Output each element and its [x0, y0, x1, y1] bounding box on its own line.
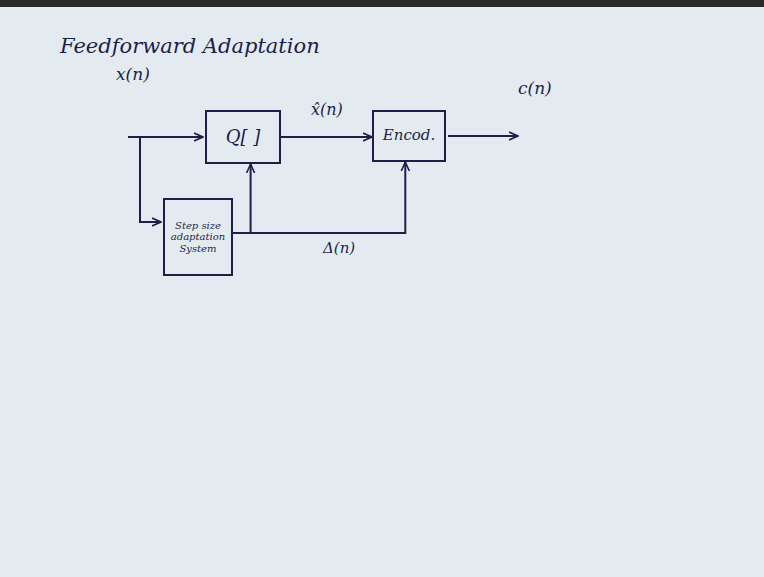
signal-name: x(n): [116, 64, 150, 84]
box-label: Encod.: [383, 127, 435, 144]
edge-label: x̂(n): [309, 100, 345, 119]
diagram-title: Feedforward Adaptation: [60, 34, 320, 58]
top-frame: [0, 0, 764, 7]
box-label: Q[ ]: [226, 127, 261, 148]
process-box: Q[ ]: [205, 110, 281, 164]
signal-name: c(n): [518, 78, 552, 98]
process-box: Step size adaptation System: [163, 198, 233, 276]
process-box: Encod.: [372, 110, 446, 162]
signal-connector: [233, 162, 405, 233]
branch-wire: [140, 137, 161, 222]
output-wire: [448, 135, 518, 137]
box-label: Step size adaptation System: [169, 220, 227, 255]
signal-connector: [281, 136, 372, 138]
signal-connector: [233, 164, 251, 233]
edge-label: Δ(n): [321, 239, 357, 257]
